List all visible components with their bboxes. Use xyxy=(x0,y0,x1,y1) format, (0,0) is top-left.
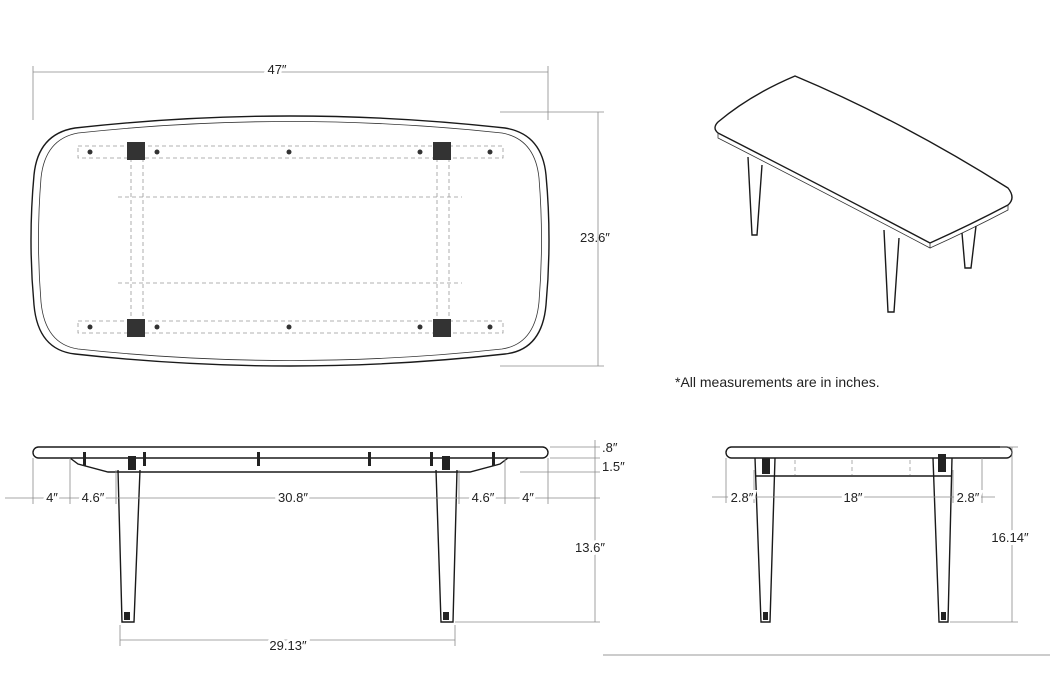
left-overhang-label: 4″ xyxy=(46,490,58,505)
right-offset-label: 4.6″ xyxy=(472,490,495,505)
width-label: 47″ xyxy=(267,62,286,77)
top-thickness-label: .8″ xyxy=(602,440,618,455)
right-overhang-label: 4″ xyxy=(522,490,534,505)
leg-height-label: 13.6″ xyxy=(575,540,605,555)
measurement-note: *All measurements are in inches. xyxy=(675,374,880,390)
depth-label: 23.6″ xyxy=(580,230,610,245)
end-span-label: 18″ xyxy=(843,490,862,505)
tabletop-outline xyxy=(30,115,550,367)
apron-label: 1.5″ xyxy=(602,459,625,474)
side-view: .8″ 1.5″ 4″ 4.6″ 30.8″ 4.6″ 4″ 13.6″ 29.… xyxy=(5,437,628,656)
center-span-label: 30.8″ xyxy=(278,490,308,505)
top-view: 47″ 23.6″ xyxy=(30,59,610,367)
end-left-overhang-label: 2.8″ xyxy=(731,490,754,505)
end-right-overhang-label: 2.8″ xyxy=(957,490,980,505)
total-height-label: 16.14″ xyxy=(991,530,1029,545)
left-offset-label: 4.6″ xyxy=(82,490,105,505)
perspective-view xyxy=(714,75,1013,313)
leg-spacing-label: 29.13″ xyxy=(269,638,307,653)
end-view: 2.8″ 18″ 2.8″ 16.14″ xyxy=(603,446,1050,656)
